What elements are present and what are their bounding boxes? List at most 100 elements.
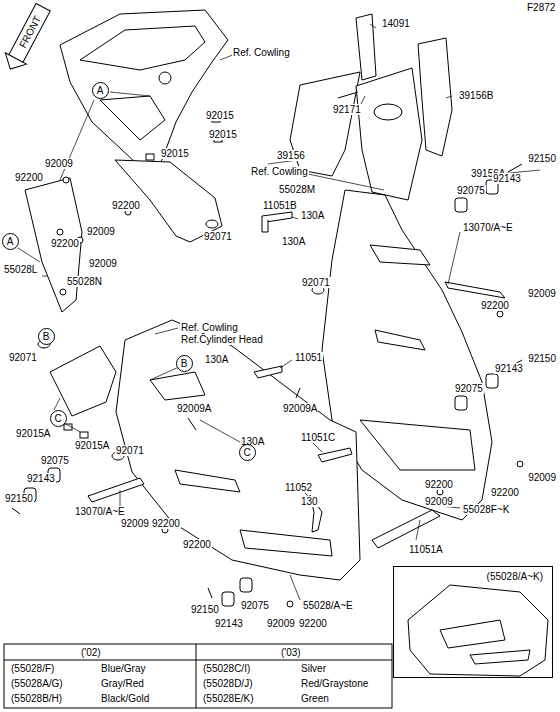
- callout-number: 13070/A~E: [462, 222, 514, 233]
- leader-lines: [66, 424, 80, 432]
- leader-lines: [18, 24, 540, 600]
- callout-number: 92200: [151, 518, 181, 529]
- table-cell: (55028B/H): [10, 693, 63, 704]
- callout-number: F2872: [526, 2, 556, 13]
- callout-number: 92150: [527, 153, 557, 164]
- callout-number: Ref.Cylinder Head: [180, 334, 264, 345]
- callout-number: 92171: [332, 104, 362, 115]
- callout-number: 92143: [26, 473, 56, 484]
- callout-number: 92009: [120, 518, 150, 529]
- callout-number: 92200: [111, 200, 141, 211]
- callout-number: 92009: [44, 158, 74, 169]
- callout-number: 130A: [281, 236, 306, 247]
- brackets: [372, 510, 440, 548]
- upper-cowling: [100, 96, 165, 140]
- grommets-and-bolts: [240, 578, 252, 592]
- callout-number: 92071: [115, 445, 145, 456]
- reference-letter: C: [54, 413, 61, 424]
- callout-number: 92015A: [15, 428, 51, 439]
- callout-number: 92143: [214, 618, 244, 629]
- grommets-and-bolts: [486, 374, 498, 388]
- callout-number: 92075: [40, 455, 70, 466]
- callout-number: 92071: [203, 231, 233, 242]
- callout-number: 92200: [50, 238, 80, 249]
- color-table: [4, 644, 392, 708]
- inset-fairing: [440, 620, 505, 648]
- reference-letter: A: [97, 85, 104, 96]
- callout-number: 92009A: [176, 403, 212, 414]
- callout-number: 92150: [4, 493, 34, 504]
- callout-number: 92200: [298, 618, 328, 629]
- callout-number: 92075: [456, 185, 486, 196]
- side-panels: [338, 92, 358, 98]
- callout-number: 11051B: [262, 200, 298, 211]
- grommets-and-bolts: [497, 311, 503, 317]
- table-cell: Silver: [300, 663, 327, 674]
- upper-cowling: [60, 10, 228, 176]
- reference-letter: C: [243, 447, 250, 458]
- table-cell: (55028E/K): [202, 693, 255, 704]
- grommets-and-bolts: [80, 432, 88, 438]
- reference-circle: A: [92, 82, 109, 99]
- table-cell: (55028/F): [10, 663, 55, 674]
- leader-lines: [446, 96, 452, 98]
- callout-number: 92150: [190, 604, 220, 615]
- leader-lines: [290, 575, 300, 600]
- table-cell: Gray/Red: [100, 678, 145, 689]
- callout-number: 55028N: [66, 276, 103, 287]
- grommets-and-bolts: [12, 508, 20, 514]
- callout-number: 14091: [381, 18, 411, 29]
- right-lower-fairing: [360, 420, 475, 470]
- callout-number: Ref. Cowling: [180, 322, 239, 333]
- callout-number: 92009: [527, 288, 557, 299]
- callout-number: 55028F~K: [462, 504, 510, 515]
- callout-number: 130A: [204, 354, 229, 365]
- side-panels: [356, 68, 422, 200]
- left-lower-fairing: [88, 478, 144, 502]
- leader-lines: [54, 398, 60, 410]
- leader-lines: [308, 174, 384, 190]
- callout-number: 92015A: [74, 440, 110, 451]
- callout-number: 92015: [208, 129, 238, 140]
- callout-number: 13070/A~E: [74, 506, 126, 517]
- table-cell: Red/Graystone: [300, 678, 369, 689]
- callout-number: 92009: [86, 226, 116, 237]
- leader-lines: [110, 92, 150, 96]
- callout-number: 92143: [492, 173, 522, 184]
- reference-circle: A: [2, 233, 19, 250]
- callout-number: 92009: [424, 496, 454, 507]
- table-cell: ('03): [280, 647, 302, 658]
- table-cell: Green: [300, 693, 330, 704]
- left-lower-fairing: [175, 470, 240, 492]
- leader-lines: [448, 232, 460, 284]
- grommets-and-bolts: [222, 592, 234, 606]
- leader-lines: [312, 442, 322, 452]
- leader-lines: [155, 328, 178, 334]
- inner-panel: [60, 289, 66, 295]
- leader-lines: [280, 360, 292, 368]
- grommets-and-bolts: [206, 220, 218, 228]
- callout-number: 92009: [527, 472, 557, 483]
- right-lower-fairing: [370, 245, 430, 265]
- callout-number: 130A: [300, 210, 325, 221]
- callout-number: 92009A: [282, 403, 318, 414]
- leader-lines: [18, 248, 40, 262]
- grommets-and-bolts: [12, 116, 523, 607]
- upper-cowling: [159, 72, 171, 84]
- side-panels: [356, 14, 376, 80]
- grommets-and-bolts: [63, 177, 69, 183]
- color-table: [4, 644, 392, 708]
- callout-number: 92200: [490, 487, 520, 498]
- callout-number: 92075: [240, 600, 270, 611]
- callout-number: 130: [300, 496, 319, 507]
- callout-number: 92200: [480, 300, 510, 311]
- table-cell: (55028C/I): [202, 663, 251, 674]
- callout-number: 39156B: [458, 90, 494, 101]
- reference-circle: B: [176, 355, 193, 372]
- callout-number: 92075: [454, 383, 484, 394]
- callout-number: 92009: [88, 258, 118, 269]
- grommets-and-bolts: [208, 588, 212, 598]
- color-table: [4, 660, 392, 661]
- callout-number: 92071: [8, 352, 38, 363]
